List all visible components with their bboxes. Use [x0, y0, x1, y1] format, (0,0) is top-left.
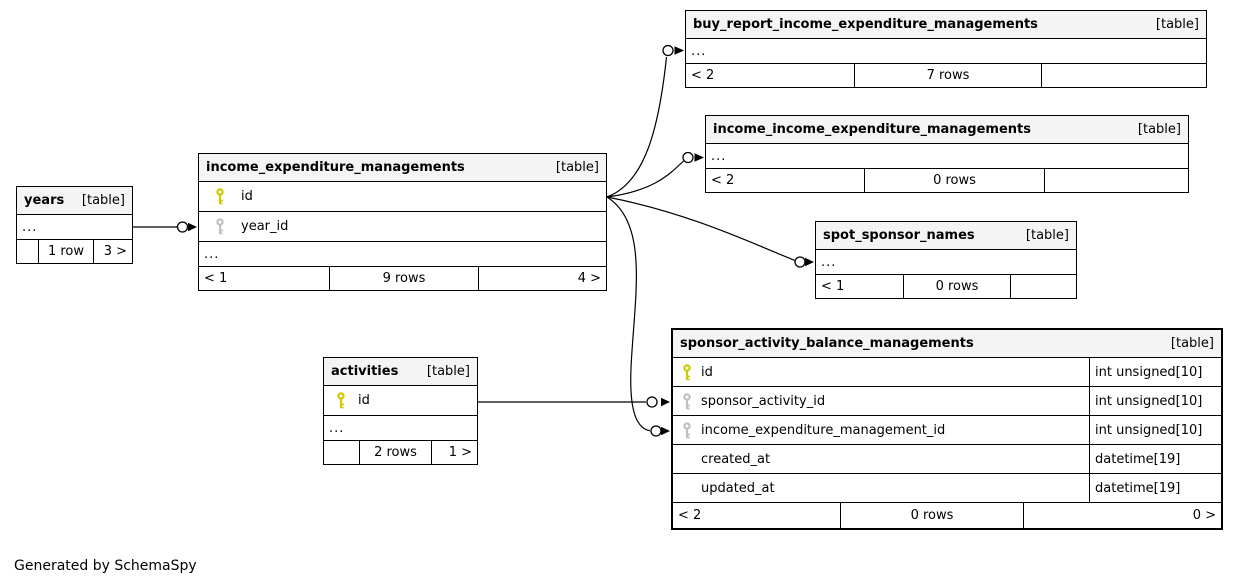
footer-incoming [17, 240, 38, 263]
table-title: activities [331, 364, 399, 379]
column-name: updated_at [701, 480, 775, 496]
column-row-created-at: created_at datetime[19] [673, 445, 1221, 474]
footer-outgoing: 0 > [1023, 503, 1221, 528]
table-title: income_expenditure_managements [206, 160, 465, 175]
relationship-activities-to-sponsor-activity-balance [478, 396, 670, 408]
column-type: int unsigned[10] [1089, 416, 1221, 444]
table-title: spot_sponsor_names [823, 228, 975, 243]
table-header[interactable]: spot_sponsor_names [table] [816, 222, 1076, 250]
table-header[interactable]: income_expenditure_managements [table] [199, 154, 606, 182]
table-header[interactable]: buy_report_income_expenditure_management… [686, 11, 1206, 39]
primary-key-icon [199, 188, 241, 205]
table-footer: 2 rows 1 > [324, 441, 477, 464]
footer-outgoing [1041, 64, 1206, 87]
table-header[interactable]: sponsor_activity_balance_managements [ta… [673, 330, 1221, 358]
column-type: int unsigned[10] [1089, 387, 1221, 415]
table-header[interactable]: activities [table] [324, 358, 477, 386]
table-years-header[interactable]: years [table] [17, 187, 132, 215]
table-footer: < 1 0 rows [816, 275, 1076, 298]
column-row-id: id int unsigned[10] [673, 358, 1221, 387]
footer-incoming: < 2 [678, 508, 702, 523]
table-activities[interactable]: activities [table] id ... 2 rows 1 > [323, 357, 478, 465]
table-header[interactable]: income_income_expenditure_managements [t… [706, 116, 1188, 144]
table-footer: < 2 7 rows [686, 64, 1206, 87]
column-name: income_expenditure_management_id [701, 422, 946, 438]
footer-incoming: < 1 [204, 271, 228, 286]
footer-row-count: 0 rows [903, 275, 1010, 298]
column-row-id: id [324, 386, 477, 416]
hidden-columns-ellipsis: ... [816, 250, 1076, 275]
hidden-columns-ellipsis: ... [199, 242, 606, 267]
table-tag: [table] [1025, 228, 1069, 243]
table-spot-sponsor-names[interactable]: spot_sponsor_names [table] ... < 1 0 row… [815, 221, 1077, 299]
table-tag: [table] [1155, 17, 1199, 32]
table-buy-report-income-expenditure-managements[interactable]: buy_report_income_expenditure_management… [685, 10, 1207, 88]
table-footer: < 2 0 rows [706, 169, 1188, 192]
table-footer: < 2 0 rows 0 > [673, 503, 1221, 528]
footer-outgoing: 1 > [431, 441, 477, 464]
column-row-sponsor-activity-id: sponsor_activity_id int unsigned[10] [673, 387, 1221, 416]
hidden-columns-ellipsis: ... [17, 215, 132, 240]
relationship-iem-to-spot-sponsor-names [606, 196, 814, 268]
footer-row-count: 0 rows [864, 169, 1044, 192]
footer-incoming: < 2 [691, 68, 715, 83]
relationship-iem-to-income-income [606, 151, 704, 198]
footer-incoming: < 2 [711, 173, 735, 188]
footer-outgoing [1044, 169, 1188, 192]
table-income-income-expenditure-managements[interactable]: income_income_expenditure_managements [t… [705, 115, 1189, 193]
table-title: sponsor_activity_balance_managements [680, 336, 974, 351]
table-tag: [table] [1170, 336, 1214, 351]
footer-outgoing [1010, 275, 1076, 298]
column-name: sponsor_activity_id [701, 393, 826, 409]
column-name: year_id [241, 219, 289, 234]
generator-note: Generated by SchemaSpy [14, 558, 197, 574]
column-row-updated-at: updated_at datetime[19] [673, 474, 1221, 503]
footer-row-count: 7 rows [854, 64, 1041, 87]
column-name: id [701, 364, 713, 380]
relationship-years-to-income-expenditure-managements [133, 221, 197, 233]
table-tag: [table] [426, 364, 470, 379]
footer-row-count: 0 rows [840, 503, 1023, 528]
primary-key-icon [324, 392, 358, 409]
table-tag: [table] [555, 160, 599, 175]
footer-outgoing: 3 > [93, 240, 132, 263]
table-title: years [24, 193, 65, 208]
table-years[interactable]: years [table] ... 1 row 3 > [16, 186, 133, 264]
footer-row-count: 2 rows [359, 441, 431, 464]
foreign-key-icon [673, 421, 701, 439]
column-row-income-expenditure-management-id: income_expenditure_management_id int uns… [673, 416, 1221, 445]
foreign-key-icon [199, 218, 241, 235]
table-footer: 1 row 3 > [17, 240, 132, 263]
table-title: buy_report_income_expenditure_management… [693, 17, 1038, 32]
hidden-columns-ellipsis: ... [706, 144, 1188, 169]
footer-row-count: 9 rows [329, 267, 478, 290]
primary-key-icon [673, 363, 701, 381]
table-tag: [table] [81, 193, 125, 208]
hidden-columns-ellipsis: ... [686, 39, 1206, 64]
relationship-iem-to-sponsor-activity-balance [606, 196, 670, 437]
column-name: id [241, 189, 253, 204]
column-row-year-id: year_id [199, 212, 606, 242]
hidden-columns-ellipsis: ... [324, 416, 477, 441]
table-title: income_income_expenditure_managements [713, 122, 1031, 137]
relationship-iem-to-buy-report [606, 44, 684, 198]
column-name: created_at [701, 451, 771, 467]
table-footer: < 1 9 rows 4 > [199, 267, 606, 290]
column-type: datetime[19] [1089, 474, 1221, 502]
footer-outgoing: 4 > [478, 267, 606, 290]
column-name: id [358, 393, 370, 408]
footer-incoming: < 1 [821, 279, 845, 294]
column-type: datetime[19] [1089, 445, 1221, 473]
table-income-expenditure-managements[interactable]: income_expenditure_managements [table] i… [198, 153, 607, 291]
column-row-id: id [199, 182, 606, 212]
table-sponsor-activity-balance-managements[interactable]: sponsor_activity_balance_managements [ta… [671, 328, 1223, 530]
foreign-key-icon [673, 392, 701, 410]
column-type: int unsigned[10] [1089, 358, 1221, 386]
footer-incoming [324, 441, 359, 464]
table-tag: [table] [1137, 122, 1181, 137]
footer-row-count: 1 row [38, 240, 93, 263]
